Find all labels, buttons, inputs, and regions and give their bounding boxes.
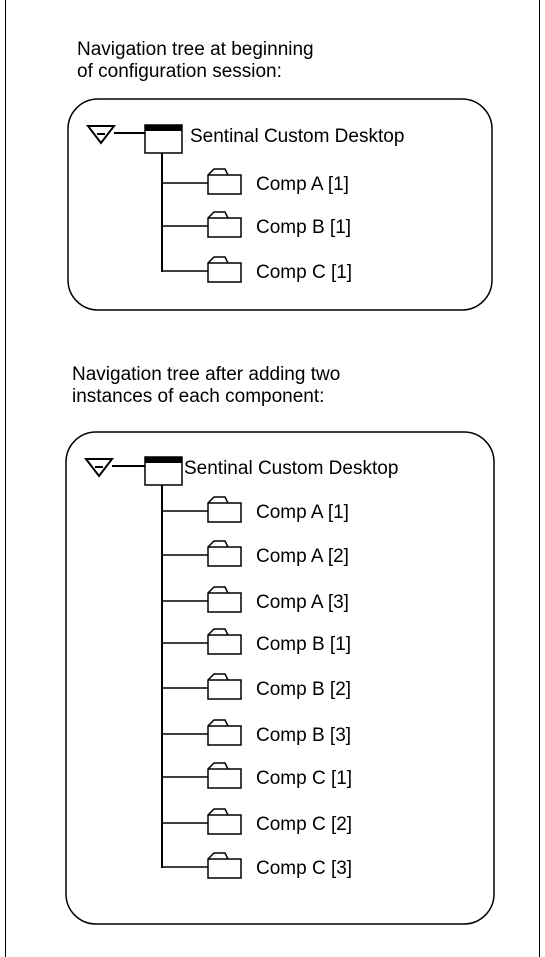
triangle-down-icon[interactable]	[83, 458, 115, 478]
folder-icon	[207, 540, 242, 567]
caption-initial-tree: Navigation tree at beginning of configur…	[77, 39, 314, 83]
folder-icon	[207, 628, 242, 655]
tree-item[interactable]: Comp C [3]	[162, 852, 352, 879]
tree-item-label: Comp C [3]	[256, 858, 352, 879]
tree-panel-expanded: Sentinal Custom Desktop Comp A [1] Comp …	[65, 431, 495, 925]
folder-icon	[207, 673, 242, 700]
caption-line: instances of each component:	[72, 386, 325, 407]
triangle-down-icon[interactable]	[85, 125, 117, 145]
caption-line: of configuration session:	[77, 61, 282, 82]
tree-panel-initial: Sentinal Custom Desktop Comp A [1] Comp …	[67, 98, 493, 311]
folder-icon	[207, 586, 242, 613]
tree-item[interactable]: Comp A [1]	[162, 496, 349, 523]
tree-item[interactable]: Comp B [2]	[162, 673, 351, 700]
panel-border	[65, 431, 495, 925]
tree-item-label: Comp C [1]	[256, 262, 352, 283]
tree-item[interactable]: Comp C [2]	[162, 808, 352, 835]
folder-icon	[207, 168, 242, 195]
tree-item-label: Comp A [1]	[256, 502, 349, 523]
tree-item-label: Comp B [3]	[256, 725, 351, 746]
desktop-window-icon	[144, 124, 183, 154]
tree-item-label: Comp B [1]	[256, 634, 351, 655]
folder-icon	[207, 256, 242, 283]
tree-item-label: Comp C [1]	[256, 768, 352, 789]
folder-icon	[207, 852, 242, 879]
tree-item-label: Comp A [2]	[256, 546, 349, 567]
tree-item[interactable]: Comp A [2]	[162, 540, 349, 567]
tree-item[interactable]: Comp B [1]	[162, 628, 351, 655]
tree-item-label: Comp C [2]	[256, 814, 352, 835]
tree-root-label[interactable]: Sentinal Custom Desktop	[190, 126, 404, 147]
folder-icon	[207, 762, 242, 789]
tree-item[interactable]: Comp A [3]	[162, 586, 349, 613]
folder-icon	[207, 211, 242, 238]
caption-line: Navigation tree after adding two	[72, 364, 341, 385]
tree-item[interactable]: Comp C [1]	[162, 256, 352, 283]
tree-item[interactable]: Comp C [1]	[162, 762, 352, 789]
tree-item-label: Comp A [1]	[256, 174, 349, 195]
panel-border	[67, 98, 493, 311]
folder-icon	[207, 808, 242, 835]
tree-item-label: Comp B [1]	[256, 217, 351, 238]
tree-item[interactable]: Comp A [1]	[162, 168, 349, 195]
tree-item-label: Comp A [3]	[256, 592, 349, 613]
desktop-window-icon	[144, 456, 183, 486]
tree-item-label: Comp B [2]	[256, 679, 351, 700]
page-frame	[5, 0, 540, 957]
tree-root-label[interactable]: Sentinal Custom Desktop	[184, 458, 398, 479]
caption-line: Navigation tree at beginning	[77, 39, 314, 60]
folder-icon	[207, 719, 242, 746]
folder-icon	[207, 496, 242, 523]
tree-item[interactable]: Comp B [3]	[162, 719, 351, 746]
tree-item[interactable]: Comp B [1]	[162, 211, 351, 238]
caption-expanded-tree: Navigation tree after adding two instanc…	[72, 364, 340, 408]
